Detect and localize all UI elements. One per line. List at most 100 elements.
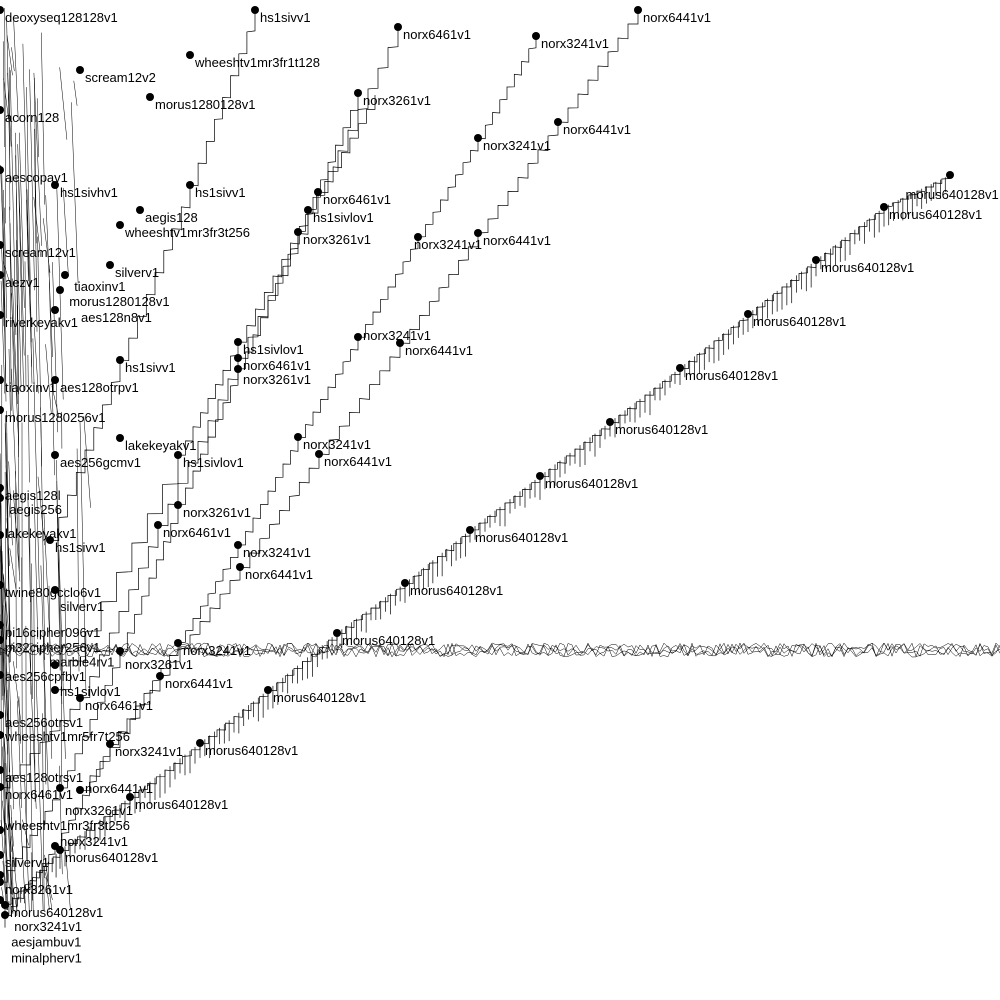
data-label: hs1sivlov1	[60, 684, 121, 699]
data-label: morus640128v1	[135, 797, 228, 812]
data-label: hs1sivv1	[260, 10, 311, 25]
data-label: pi32cipher256v1	[5, 640, 100, 655]
data-point	[0, 621, 4, 629]
data-label: norx6461v1	[163, 525, 231, 540]
data-point	[0, 636, 4, 644]
data-point	[51, 686, 59, 694]
data-label: silverv1	[115, 265, 159, 280]
data-point	[0, 376, 4, 384]
data-label: norx3261v1	[183, 505, 251, 520]
data-label: morus640128v1	[10, 905, 103, 920]
data-point	[236, 563, 244, 571]
data-point	[0, 531, 4, 539]
data-label: norx6441v1	[245, 567, 313, 582]
data-point	[234, 338, 242, 346]
data-point	[56, 784, 64, 792]
data-label: aes128n8v1	[81, 310, 152, 325]
data-label: morus640128v1	[685, 368, 778, 383]
data-label: twine80gcclo6v1	[5, 585, 101, 600]
data-label: tiaoxinv1	[5, 380, 56, 395]
data-label: norx3241v1	[243, 545, 311, 560]
data-points	[0, 6, 954, 919]
data-label: morus1280128v1	[69, 294, 169, 309]
data-label: silverv1	[5, 855, 49, 870]
data-label: norx6461v1	[5, 787, 73, 802]
data-label: morus640128v1	[410, 583, 503, 598]
cluster-lines	[0, 7, 91, 911]
data-point	[156, 672, 164, 680]
data-point	[606, 418, 614, 426]
data-point	[946, 171, 954, 179]
data-label: acorn128	[5, 110, 59, 125]
data-label: norx3261v1	[303, 232, 371, 247]
series-line-norx6441v1	[79, 10, 639, 792]
data-point	[744, 310, 752, 318]
data-point	[676, 364, 684, 372]
data-label: aescopav1	[5, 170, 68, 185]
data-point	[554, 118, 562, 126]
data-label: norx6441v1	[405, 343, 473, 358]
data-point	[0, 851, 4, 859]
data-label: norx6441v1	[563, 122, 631, 137]
data-label: hs1sivlov1	[313, 210, 374, 225]
data-point	[51, 451, 59, 459]
data-point	[0, 406, 4, 414]
data-label: tiaoxinv1	[74, 279, 125, 294]
data-label: deoxyseq128128v1	[5, 10, 118, 25]
data-label: norx3241v1	[115, 744, 183, 759]
data-point	[264, 686, 272, 694]
data-label: aes256gcmv1	[60, 455, 141, 470]
data-label: norx6461v1	[403, 27, 471, 42]
data-point	[0, 783, 4, 791]
data-point	[174, 639, 182, 647]
data-label: norx6441v1	[483, 233, 551, 248]
data-point	[396, 339, 404, 347]
data-point	[1, 901, 9, 909]
data-label: wheeshtv1mr5fr7t256	[4, 729, 130, 744]
data-label: morus640128v1	[545, 476, 638, 491]
data-point	[116, 647, 124, 655]
data-label: pi16cipher096v1	[5, 625, 100, 640]
data-point	[634, 6, 642, 14]
data-label: norx3261v1	[5, 882, 73, 897]
data-point	[76, 786, 84, 794]
data-label: wheeshtv1mr3fr3t256	[4, 818, 130, 833]
data-point	[106, 740, 114, 748]
data-label: morus640128v1	[205, 743, 298, 758]
data-label: norx3241v1	[414, 237, 482, 252]
data-point	[51, 842, 59, 850]
data-label: morus640128v1	[906, 187, 999, 202]
data-point	[76, 66, 84, 74]
data-point	[354, 333, 362, 341]
data-label: norx3241v1	[60, 834, 128, 849]
data-label: aegis128l	[5, 488, 61, 503]
data-label: hs1sivhv1	[60, 185, 118, 200]
data-point	[1, 911, 9, 919]
data-point	[116, 356, 124, 364]
data-label: norx3261v1	[363, 93, 431, 108]
data-point	[174, 451, 182, 459]
data-point	[0, 484, 4, 492]
data-point	[174, 501, 182, 509]
data-label: morus1280256v1	[5, 410, 105, 425]
data-point	[51, 181, 59, 189]
data-point	[196, 739, 204, 747]
data-label: norx3261v1	[125, 657, 193, 672]
data-point	[0, 878, 4, 886]
data-point	[0, 896, 4, 904]
data-point	[51, 586, 59, 594]
data-point	[61, 271, 69, 279]
data-label: norx6441v1	[324, 454, 392, 469]
data-label: morus640128v1	[475, 530, 568, 545]
data-point	[294, 228, 302, 236]
data-label: hs1sivv1	[195, 185, 246, 200]
data-point	[474, 134, 482, 142]
data-label: silverv1	[60, 599, 104, 614]
data-point	[474, 229, 482, 237]
data-point	[0, 731, 4, 739]
data-point	[812, 256, 820, 264]
data-label: norx6441v1	[85, 781, 153, 796]
data-point	[116, 434, 124, 442]
data-label: hs1sivlov1	[243, 342, 304, 357]
